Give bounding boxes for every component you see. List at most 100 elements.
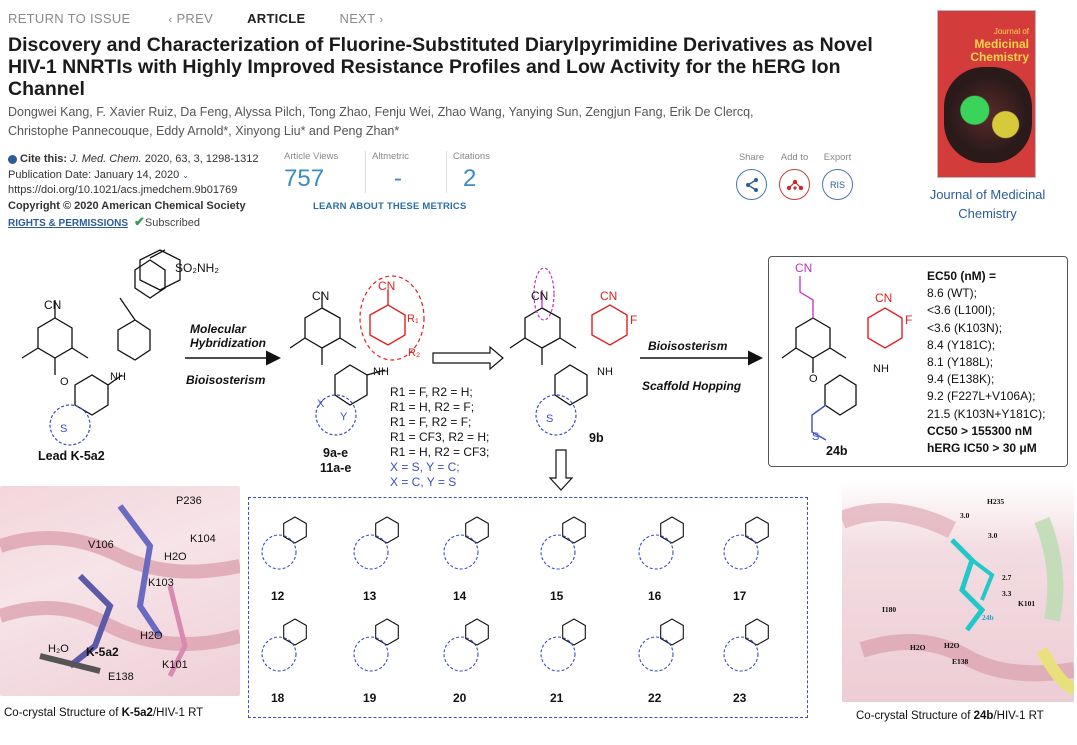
svg-text:NH: NH: [110, 371, 126, 383]
svg-text:Hybridization: Hybridization: [190, 336, 266, 350]
altmetric-metric[interactable]: Altmetric -: [365, 151, 442, 193]
svg-text:11a-e: 11a-e: [320, 461, 351, 475]
svg-text:O: O: [60, 376, 69, 388]
svg-text:P236: P236: [176, 495, 202, 507]
share-button[interactable]: [736, 169, 767, 200]
svg-text:H2O: H2O: [944, 641, 960, 650]
pyrimidine-ring: [660, 516, 684, 544]
svg-text:R1 = H, R2 = F;: R1 = H, R2 = F;: [390, 400, 474, 414]
svg-text:3.3: 3.3: [1002, 589, 1012, 598]
publication-date[interactable]: Publication Date: January 14, 2020: [8, 168, 180, 181]
author-line[interactable]: Dongwei Kang, F. Xavier Ruiz, Da Feng, A…: [8, 105, 754, 119]
svg-text:3.0: 3.0: [988, 531, 998, 540]
article-tab[interactable]: ARTICLE: [247, 10, 306, 26]
network-icon: [786, 179, 803, 190]
svg-text:R1 = F, R2 = H;: R1 = F, R2 = H;: [390, 385, 473, 399]
pyrimidine-ring: [283, 618, 307, 646]
svg-text:R₁: R₁: [407, 313, 419, 325]
svg-text:9a-e: 9a-e: [323, 446, 348, 460]
svg-text:S: S: [60, 423, 67, 435]
rights-permissions-link[interactable]: RIGHTS & PERMISSIONS: [8, 218, 129, 229]
cite-this-link[interactable]: Cite this:: [20, 153, 68, 165]
svg-text:Molecular: Molecular: [190, 322, 247, 336]
caption-right: Co-crystal Structure of 24b/HIV-1 RT: [856, 710, 1044, 722]
down-arrow-icon: [548, 449, 574, 491]
next-link[interactable]: NEXT›: [339, 10, 384, 26]
svg-text:H2O: H2O: [140, 630, 163, 642]
fused-ring-highlight: [638, 636, 674, 672]
compound-label: 23: [733, 691, 747, 705]
compound-label: 13: [363, 589, 377, 603]
co-crystal-image-right: H235 3.0 3.0 2.7 3.3 K101 I180 H2O H2O E…: [842, 480, 1074, 702]
author-line[interactable]: Christophe Pannecouque, Eddy Arnold*, Xi…: [8, 124, 400, 138]
cn-label: CN: [44, 298, 61, 312]
doi-link[interactable]: https://doi.org/10.1021/acs.jmedchem.9b0…: [8, 184, 238, 196]
citations-metric[interactable]: Citations 2: [446, 151, 523, 193]
fused-ring-highlight: [540, 534, 576, 570]
svg-text:F: F: [905, 313, 912, 327]
copyright: Copyright © 2020 American Chemical Socie…: [8, 199, 246, 212]
citation-block: Cite this: J. Med. Chem. 2020, 63, 3, 12…: [8, 152, 258, 232]
compound-label: 17: [733, 589, 747, 603]
svg-text:Scaffold Hopping: Scaffold Hopping: [642, 379, 742, 393]
compound-label: 19: [363, 691, 377, 705]
pyrimidine-ring: [375, 516, 399, 544]
pyrimidine-ring: [465, 618, 489, 646]
compound-label: 16: [648, 589, 662, 603]
compound-label: 21: [550, 691, 564, 705]
chevron-right-icon: ›: [379, 13, 384, 26]
cover-image: [944, 67, 1032, 163]
chevron-down-icon[interactable]: ⌄: [182, 170, 189, 180]
fused-ring-highlight: [723, 534, 759, 570]
svg-text:Bioisosterism: Bioisosterism: [648, 339, 728, 353]
svg-text:X = S, Y = C;: X = S, Y = C;: [390, 460, 460, 474]
citation-ref: 2020, 63, 3, 1298-1312: [144, 153, 259, 165]
svg-text:K-5a2: K-5a2: [86, 645, 119, 659]
article-nav: RETURN TO ISSUE ‹PREV ARTICLE NEXT›: [8, 9, 421, 27]
svg-text:K101: K101: [1018, 599, 1035, 608]
open-arrow-icon: [432, 345, 504, 371]
pyrimidine-ring: [745, 516, 769, 544]
learn-metrics-link[interactable]: LEARN ABOUT THESE METRICS: [313, 201, 467, 212]
svg-text:H235: H235: [987, 497, 1004, 506]
return-to-issue-link[interactable]: RETURN TO ISSUE: [8, 10, 131, 26]
structure-render-left: P236 K104 V106 H2O K103 H2O K-5a2 K101 E…: [0, 495, 240, 683]
pyrimidine-ring: [562, 618, 586, 646]
export-ris-button[interactable]: RIS: [822, 169, 853, 200]
svg-text:E138: E138: [952, 657, 969, 666]
svg-text:CN: CN: [795, 261, 812, 275]
svg-text:NH: NH: [373, 366, 389, 378]
fused-ring-highlight: [261, 534, 297, 570]
compound-label: 18: [271, 691, 285, 705]
svg-text:CN: CN: [875, 291, 892, 305]
svg-text:H2O: H2O: [164, 551, 187, 563]
svg-text:NH: NH: [597, 366, 613, 378]
svg-text:V106: V106: [88, 539, 114, 551]
svg-text:Bioisosterism: Bioisosterism: [186, 373, 266, 387]
caption-left: Co-crystal Structure of K-5a2/HIV-1 RT: [4, 707, 204, 719]
lead-label: Lead K-5a2: [38, 449, 105, 463]
add-to-button[interactable]: [779, 169, 810, 200]
fused-ring-highlight: [638, 534, 674, 570]
svg-text:R₂: R₂: [408, 347, 420, 359]
altmetric-value: -: [394, 165, 402, 192]
prev-link[interactable]: ‹PREV: [168, 10, 214, 26]
svg-text:S: S: [812, 431, 819, 443]
compound-label: 14: [453, 589, 467, 603]
quote-icon: [8, 154, 17, 164]
pyrimidine-ring: [375, 618, 399, 646]
chevron-left-icon: ‹: [168, 13, 173, 26]
svg-text:CN: CN: [531, 289, 548, 303]
svg-text:H₂O: H₂O: [48, 643, 69, 655]
svg-text:9b: 9b: [589, 431, 604, 445]
svg-text:H2O: H2O: [910, 643, 926, 652]
journal-link[interactable]: Journal of Medicinal Chemistry: [929, 187, 1046, 221]
co-crystal-image-left: P236 K104 V106 H2O K103 H2O K-5a2 K101 E…: [0, 486, 240, 696]
article-views-value: 757: [284, 165, 325, 192]
svg-text:K101: K101: [162, 659, 188, 671]
citations-value: 2: [463, 165, 477, 192]
svg-text:X = C, Y = S: X = C, Y = S: [390, 475, 456, 489]
svg-text:X: X: [317, 398, 325, 410]
